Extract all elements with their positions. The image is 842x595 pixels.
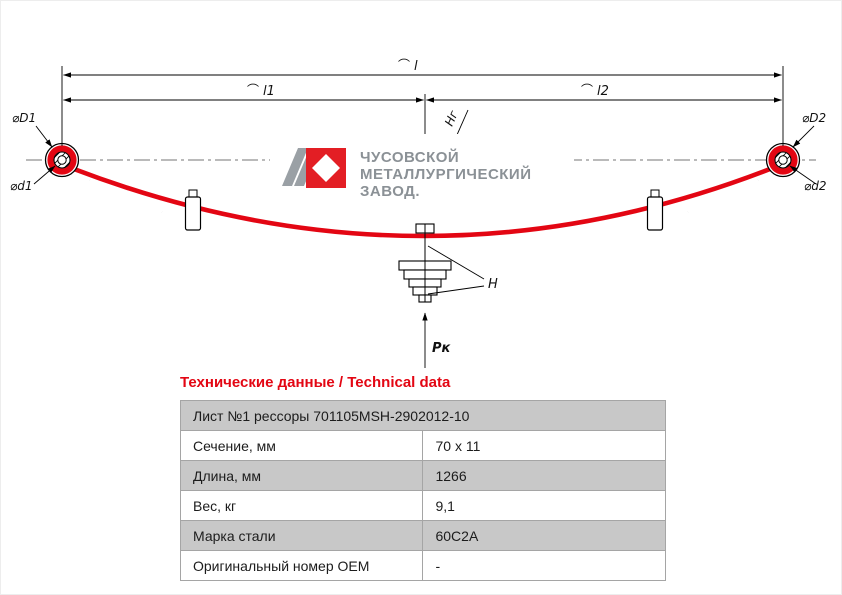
dimension-l-label: l (414, 59, 418, 74)
row-value: 70 x 11 (422, 430, 666, 461)
row-label: Оригинальный номер OEM (179, 550, 424, 581)
load-arrow: Рк (422, 312, 452, 368)
arc-symbol: ⌒ (398, 58, 410, 72)
leaf-1-highlighted (73, 166, 771, 239)
logo-text-line3: ЗАВОД. (360, 183, 420, 200)
table-row-section: Сечение, мм 70 x 11 (179, 430, 666, 461)
callout-D2: ⌀D2 (792, 111, 826, 148)
arc-symbol: ⌒ (247, 83, 259, 97)
row-label: Сечение, мм (179, 430, 424, 461)
callout-d2: ⌀d2 (789, 165, 826, 193)
row-value: 60С2А (422, 520, 666, 551)
dia-d1-label: ⌀d1 (10, 179, 32, 193)
callout-H: H (427, 245, 498, 295)
row-label: Вес, кг (179, 490, 424, 521)
row-value: - (422, 550, 666, 581)
spring-eye-left (44, 142, 80, 178)
arc-symbol: ⌒ (581, 83, 593, 97)
center-bolt-assembly (398, 223, 452, 303)
clamp-left (184, 189, 202, 231)
table-row-part-name: Лист №1 рессоры 701105MSH-2902012-10 (180, 400, 666, 431)
technical-data-section: Технические данные / Technical data Лист… (179, 374, 666, 581)
height-loaded-label: Нг (442, 108, 461, 128)
clamp-right (646, 189, 664, 231)
logo-text-line1: ЧУСОВСКОЙ (360, 148, 459, 166)
technical-data-table: Лист №1 рессоры 701105MSH-2902012-10 Сеч… (179, 400, 666, 581)
logo-text-line2: МЕТАЛЛУРГИЧЕСКИЙ (360, 165, 532, 183)
table-row-oem: Оригинальный номер OEM - (179, 550, 666, 581)
dimension-l2: ⌒ l2 (426, 83, 782, 103)
row-value: 1266 (422, 460, 666, 491)
dia-D1-label: ⌀D1 (12, 111, 36, 125)
height-free-label: H (488, 277, 498, 292)
technical-data-title: Технические данные / Technical data (180, 374, 451, 391)
dimension-l1-label: l1 (263, 84, 275, 99)
callout-d1: ⌀d1 (10, 165, 56, 193)
dimension-l1: ⌒ l1 (63, 83, 424, 103)
chmz-logo-icon (282, 148, 346, 188)
spring-eye-right (765, 142, 801, 178)
table-row-weight: Вес, кг 9,1 (179, 490, 666, 521)
dimension-l: ⌒ l (63, 58, 782, 78)
row-value: 9,1 (422, 490, 666, 521)
row-label: Длина, мм (179, 460, 424, 491)
logo: ЧУСОВСКОЙ МЕТАЛЛУРГИЧЕСКИЙ ЗАВОД. (270, 134, 574, 200)
table-row-steel-grade: Марка стали 60С2А (179, 520, 666, 551)
dia-d2-label: ⌀d2 (804, 179, 826, 193)
leaf-spring-drawing: ЧУСОВСКОЙ МЕТАЛЛУРГИЧЕСКИЙ ЗАВОД. Нг ⌒ l… (10, 58, 826, 368)
dimension-l2-label: l2 (597, 84, 609, 99)
row-label: Марка стали (179, 520, 424, 551)
leaf-end-curl-left (28, 175, 93, 191)
callout-D1: ⌀D1 (12, 111, 53, 148)
load-label: Рк (432, 341, 452, 356)
leaf-end-curl-right (755, 175, 818, 191)
part-name-cell: Лист №1 рессоры 701105MSH-2902012-10 (180, 400, 666, 431)
table-row-length: Длина, мм 1266 (179, 460, 666, 491)
dia-D2-label: ⌀D2 (802, 111, 826, 125)
